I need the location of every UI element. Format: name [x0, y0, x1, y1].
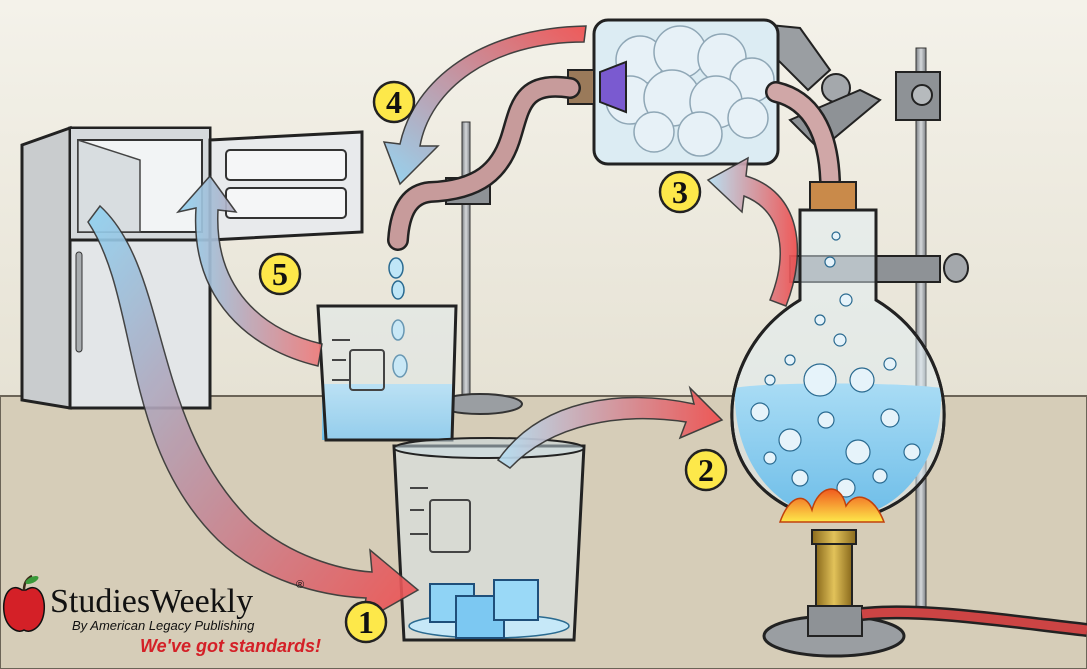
- bubbles: [750, 231, 921, 498]
- bunsen-burner: [762, 488, 1087, 658]
- boiling-flask: [730, 181, 946, 522]
- registered-mark: ®: [296, 579, 304, 591]
- ice-cubes: [429, 579, 539, 639]
- brand-name-studies: Studies: [50, 583, 150, 620]
- cycle-arrows: [87, 25, 799, 624]
- brand-name-weekly: Weekly: [150, 583, 253, 620]
- arrow-5: [175, 174, 323, 367]
- brand-byline: By American Legacy Publishing: [72, 618, 255, 633]
- step-badge-1: 1: [344, 600, 388, 644]
- condenser: [567, 18, 780, 166]
- step-badge-2: 2: [684, 448, 728, 492]
- step-badge-4: 4: [372, 80, 416, 124]
- ice-beaker: [392, 437, 586, 642]
- step-number-1: 1: [358, 604, 374, 640]
- brand-tagline: We've got standards!: [140, 636, 321, 656]
- apple-icon: [2, 574, 46, 632]
- step-number-2: 2: [698, 452, 714, 488]
- arrow-3: [706, 156, 799, 307]
- svg-text:StudiesWeekly: StudiesWeekly: [50, 583, 253, 620]
- arrow-4: [382, 25, 587, 186]
- step-number-4: 4: [386, 84, 402, 120]
- arrow-2: [496, 385, 724, 469]
- water-drips: [388, 257, 408, 378]
- studies-weekly-logo: StudiesWeekly ® By American Legacy Publi…: [2, 574, 321, 656]
- collection-beaker: [316, 304, 458, 442]
- steam-cloud: [605, 25, 775, 157]
- step-number-3: 3: [672, 174, 688, 210]
- step-badge-3: 3: [658, 170, 702, 214]
- step-number-5: 5: [272, 256, 288, 292]
- step-badge-5: 5: [258, 252, 302, 296]
